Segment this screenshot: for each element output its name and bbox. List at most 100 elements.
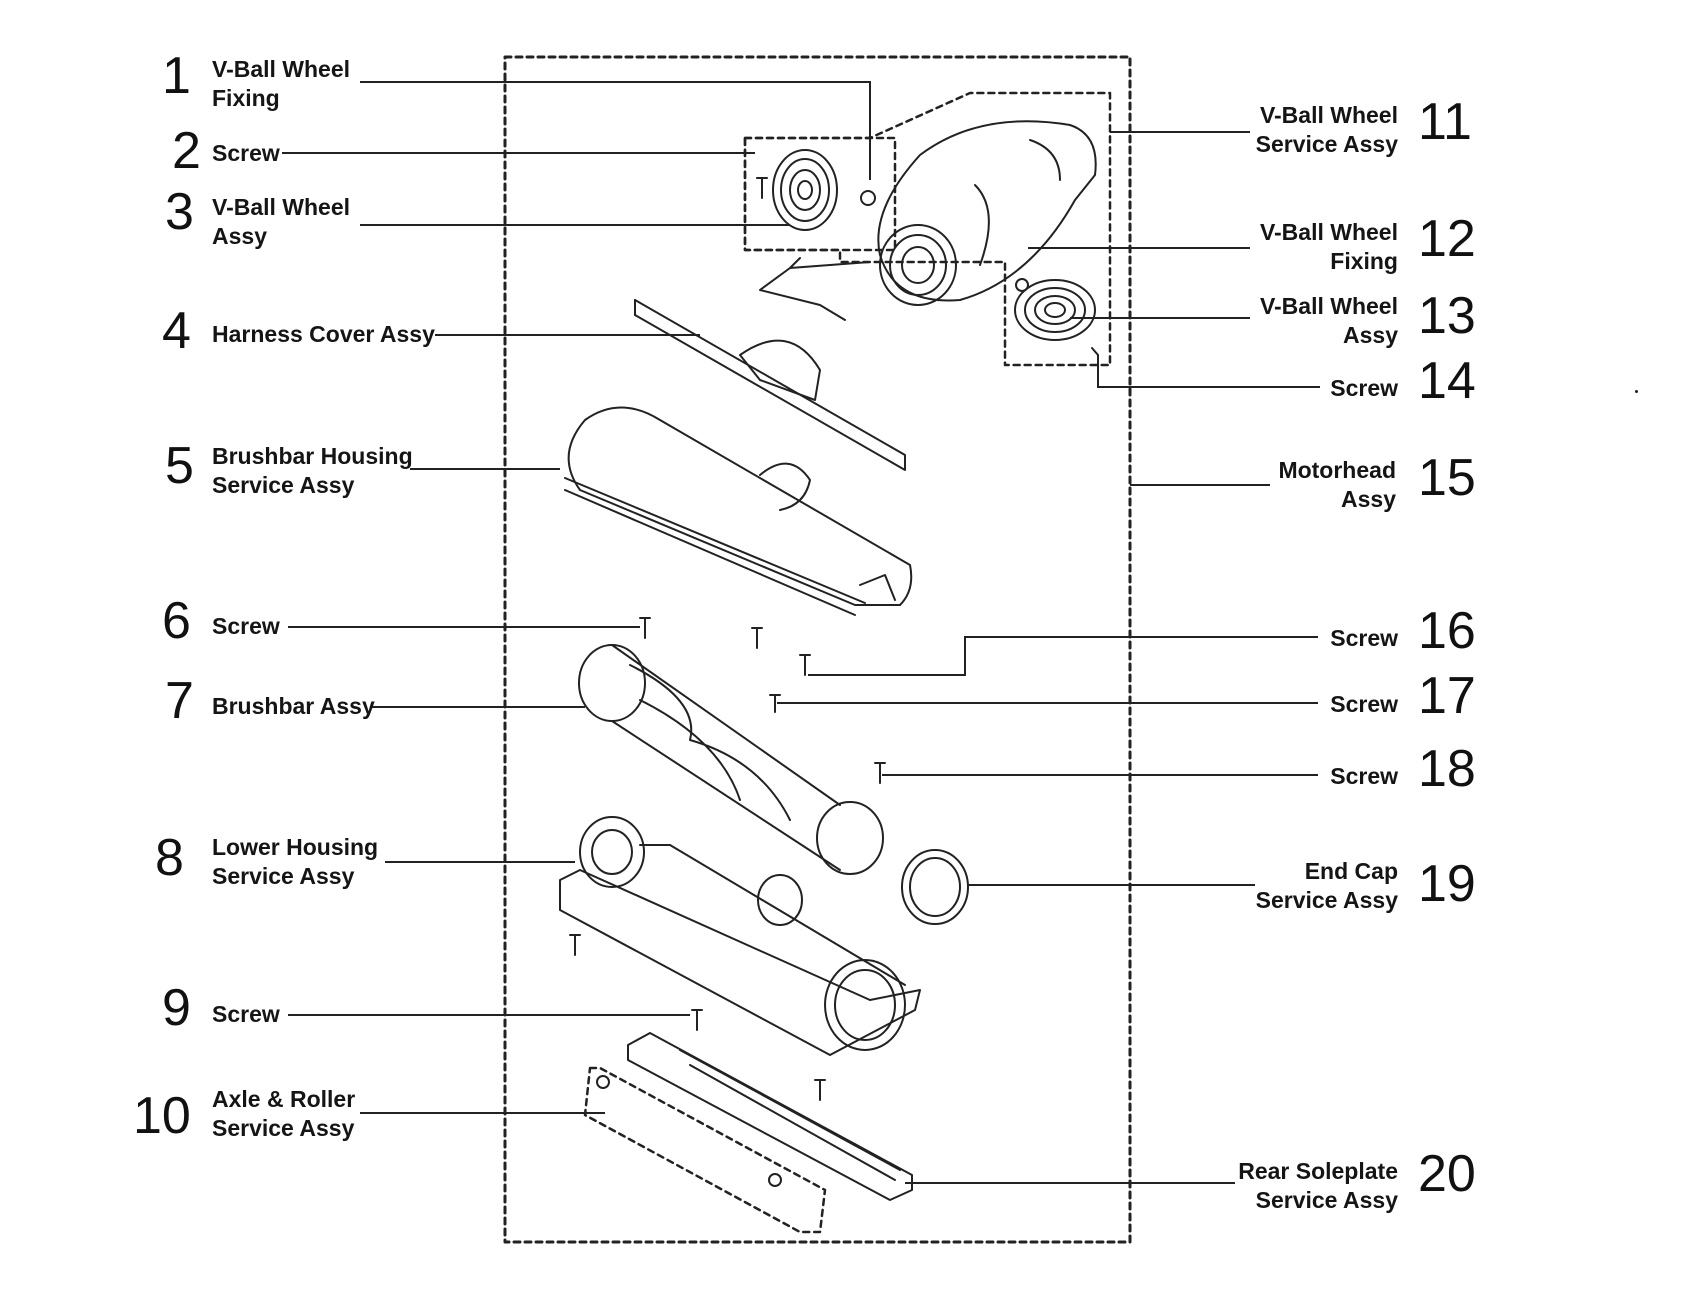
right-wheel-fixing <box>1015 278 1029 292</box>
harness-cable <box>759 257 871 321</box>
callout-label-8: Lower Housing Service Assy <box>212 833 378 891</box>
screw-soleplate <box>814 1079 826 1101</box>
lower-housing <box>559 816 921 1056</box>
motorhead-assembly-box <box>503 55 1132 1244</box>
screw-housing-center <box>751 627 763 649</box>
callout-2-line-1: Screw <box>212 140 280 166</box>
callout-13-line-2: Assy <box>1343 322 1398 348</box>
callout-label-17: Screw <box>1330 690 1398 719</box>
callout-label-18: Screw <box>1330 762 1398 791</box>
callout-4-line-1: Harness Cover Assy <box>212 321 435 347</box>
callout-13-line-1: V-Ball Wheel <box>1259 293 1398 319</box>
axle-roller-left <box>596 1075 610 1089</box>
callout-number-17: 17 <box>1418 667 1476 725</box>
callout-label-11: V-Ball Wheel Service Assy <box>1256 101 1398 159</box>
callout-20-line-2: Service Assy <box>1255 1187 1398 1213</box>
callout-label-14: Screw <box>1330 374 1398 403</box>
screw-9 <box>691 1009 703 1031</box>
callout-number-14: 14 <box>1418 352 1476 410</box>
callout-20-line-1: Rear Soleplate <box>1238 1158 1398 1184</box>
v-ball-service-assy-outline <box>743 91 1112 367</box>
callout-19-line-2: Service Assy <box>1255 887 1398 913</box>
brushbar-housing <box>564 406 913 616</box>
callout-10-line-2: Service Assy <box>212 1115 355 1141</box>
callout-5-line-1: Brushbar Housing <box>212 443 413 469</box>
callout-11-line-1: V-Ball Wheel <box>1259 102 1398 128</box>
callout-6-line-1: Screw <box>212 613 280 639</box>
callout-11-line-2: Service Assy <box>1255 131 1398 157</box>
callout-number-15: 15 <box>1418 449 1476 507</box>
callout-label-16: Screw <box>1330 624 1398 653</box>
leader-1 <box>360 81 871 180</box>
right-wheel-screw <box>1091 347 1099 356</box>
callout-label-12: V-Ball Wheel Fixing <box>1260 218 1398 276</box>
callout-label-20: Rear Soleplate Service Assy <box>1238 1157 1398 1215</box>
callout-3-line-1: V-Ball Wheel <box>212 194 351 220</box>
callout-label-13: V-Ball Wheel Assy <box>1260 292 1398 350</box>
rear-soleplate <box>627 1032 913 1201</box>
callout-1-line-1: V-Ball Wheel <box>212 56 351 82</box>
callout-14-line-1: Screw <box>1330 375 1398 401</box>
callout-number-12: 12 <box>1418 210 1476 268</box>
callout-number-18: 18 <box>1418 740 1476 798</box>
callout-15-line-1: Motorhead <box>1278 457 1396 483</box>
callout-label-6: Screw <box>212 612 280 641</box>
callout-8-line-2: Service Assy <box>212 863 355 889</box>
callout-number-4: 4 <box>162 302 191 360</box>
callout-label-2: Screw <box>212 139 280 168</box>
callout-number-11: 11 <box>1418 93 1472 151</box>
left-wheel-subassy-box <box>743 136 897 252</box>
callout-number-9: 9 <box>162 979 191 1037</box>
callout-number-7: 7 <box>165 672 194 730</box>
screw-17 <box>769 694 781 713</box>
end-cap <box>901 849 969 925</box>
callout-label-9: Screw <box>212 1000 280 1029</box>
callout-9-line-1: Screw <box>212 1001 280 1027</box>
callout-3-line-2: Assy <box>212 223 267 249</box>
leader-lines <box>282 81 1320 1184</box>
callout-12-line-1: V-Ball Wheel <box>1259 219 1398 245</box>
callout-15-line-2: Assy <box>1341 486 1396 512</box>
screw-16 <box>799 654 811 676</box>
brushbar <box>578 644 884 875</box>
callout-number-2: 2 <box>172 122 201 180</box>
left-wheel-fixing <box>860 190 876 206</box>
screw-18 <box>874 762 886 784</box>
screw-6 <box>639 617 651 639</box>
callout-18-line-1: Screw <box>1330 763 1398 789</box>
callout-number-3: 3 <box>165 183 194 241</box>
callout-1-line-2: Fixing <box>212 85 280 111</box>
callout-10-line-1: Axle & Roller <box>212 1086 356 1112</box>
callout-5-line-2: Service Assy <box>212 472 355 498</box>
leader-14 <box>1097 355 1320 388</box>
callout-number-10: 10 <box>133 1087 191 1145</box>
screw-lower-left <box>569 934 581 956</box>
callout-17-line-1: Screw <box>1330 691 1398 717</box>
stray-mark <box>1635 390 1638 393</box>
axle-roller-assy-box <box>583 1066 827 1234</box>
callout-7-line-1: Brushbar Assy <box>212 693 375 719</box>
callout-8-line-1: Lower Housing <box>212 834 379 860</box>
harness-cover <box>634 299 906 471</box>
callout-label-19: End Cap Service Assy <box>1256 857 1398 915</box>
callout-number-13: 13 <box>1418 287 1476 345</box>
callout-number-6: 6 <box>162 592 191 650</box>
callout-number-8: 8 <box>155 829 184 887</box>
callout-number-5: 5 <box>165 437 194 495</box>
leader-16 <box>808 636 1318 676</box>
callout-label-4: Harness Cover Assy <box>212 320 435 349</box>
axle-roller-right <box>768 1173 782 1187</box>
v-ball-motor-body <box>877 120 1097 306</box>
callout-label-1: V-Ball Wheel Fixing <box>212 55 350 113</box>
callout-number-20: 20 <box>1418 1145 1476 1203</box>
callout-label-15: Motorhead Assy <box>1278 456 1396 514</box>
callout-label-7: Brushbar Assy <box>212 692 375 721</box>
callout-19-line-1: End Cap <box>1304 858 1398 884</box>
callout-label-3: V-Ball Wheel Assy <box>212 193 350 251</box>
callout-number-19: 19 <box>1418 855 1476 913</box>
right-v-ball-wheel <box>1014 279 1096 341</box>
callout-label-10: Axle & Roller Service Assy <box>212 1085 355 1143</box>
callout-label-5: Brushbar Housing Service Assy <box>212 442 413 500</box>
left-v-ball-wheel <box>772 149 838 231</box>
